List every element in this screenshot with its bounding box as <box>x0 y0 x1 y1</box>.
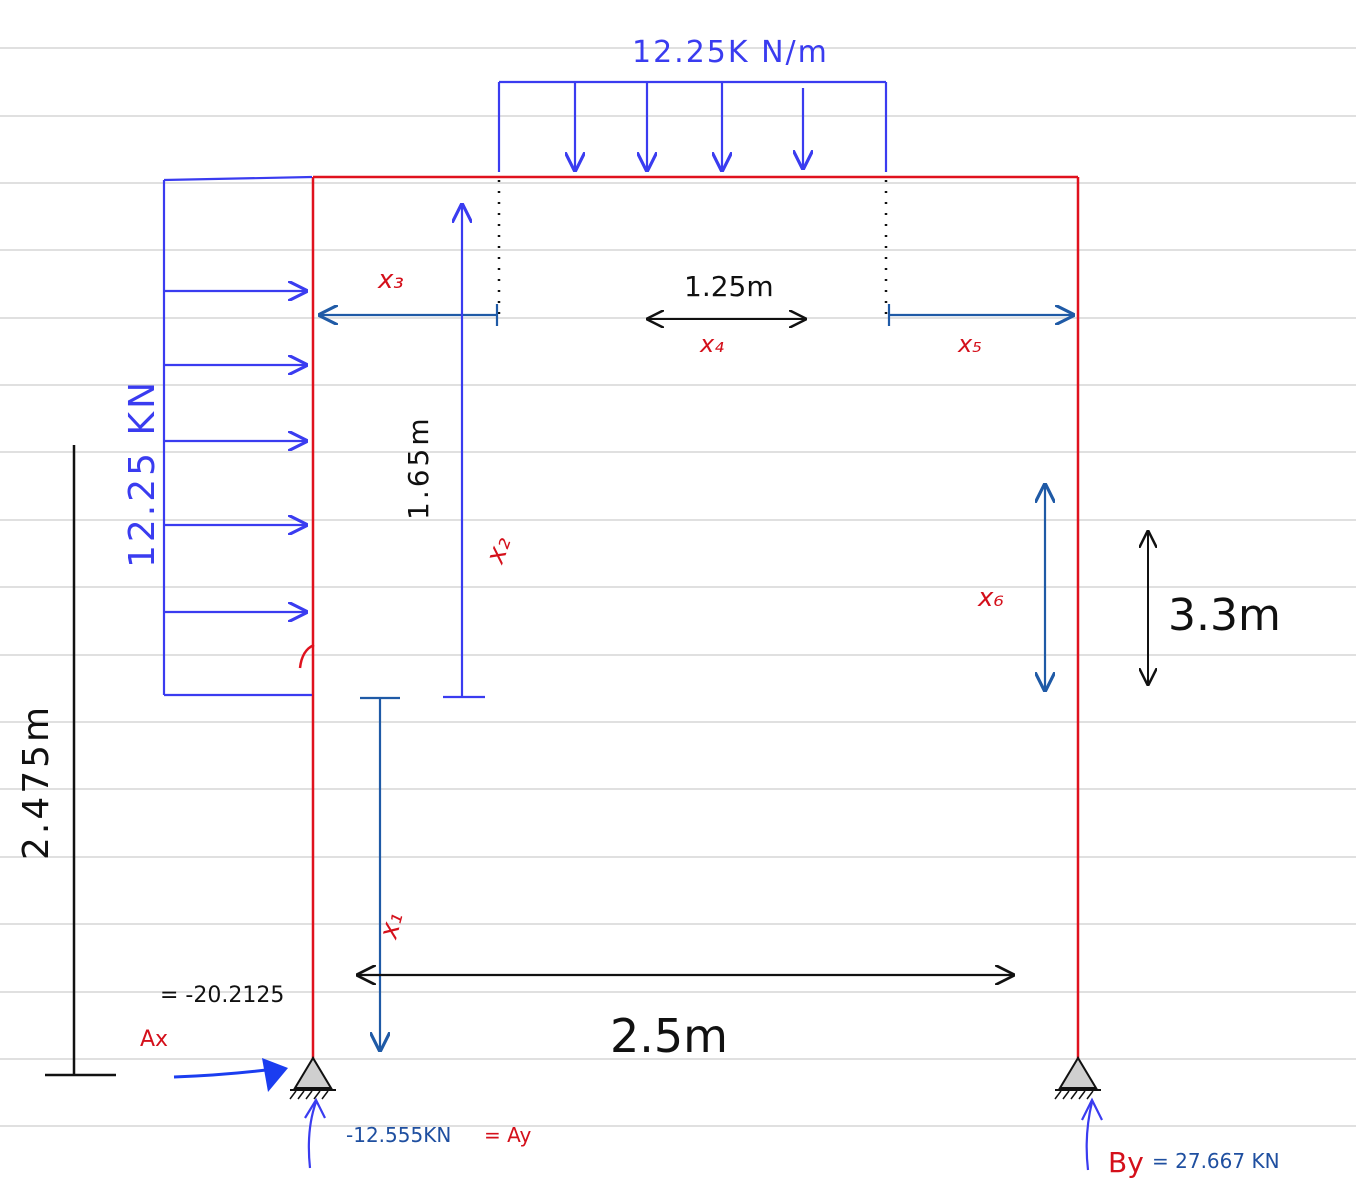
top-middle-dimension: 1.25m <box>684 270 774 303</box>
x2-label: x₂ <box>480 533 517 568</box>
ay-label: = Ay <box>484 1123 531 1147</box>
pin-support-icon <box>1054 1056 1101 1100</box>
ax-value: = -20.2125 <box>160 983 284 1008</box>
paper-ruling <box>0 47 1356 1127</box>
by-reaction-arrow <box>1085 1101 1094 1171</box>
by-value: = 27.667 KN <box>1152 1149 1280 1173</box>
top-load-label: 12.25K N/m <box>632 35 829 70</box>
by-label: By <box>1108 1146 1144 1179</box>
arrow-icon <box>262 1058 288 1092</box>
x4-label: x₄ <box>699 330 724 358</box>
portal-frame <box>298 175 1080 1060</box>
arrow-icon <box>1081 1097 1103 1121</box>
top-distributed-load <box>497 80 888 172</box>
ay-value: -12.555KN <box>346 1123 451 1147</box>
section-dotted-lines <box>497 180 888 318</box>
x3-label: x₃ <box>377 265 404 295</box>
ax-label: Ax <box>140 1027 168 1052</box>
arrow-icon <box>304 1097 326 1119</box>
x6-label: x₆ <box>977 583 1004 613</box>
x5-label: x₅ <box>957 330 982 358</box>
left-load-label: 12.25 KN <box>122 379 163 568</box>
span-dimension: 2.5m <box>610 1009 728 1063</box>
pin-support-icon <box>289 1056 336 1100</box>
left-segment-dimension: 1.65m <box>402 415 435 520</box>
left-distributed-load <box>162 175 313 697</box>
left-total-dimension: 2.475m <box>16 704 57 860</box>
ay-reaction-arrow <box>307 1101 318 1169</box>
right-height-dimension: 3.3m <box>1168 590 1281 641</box>
